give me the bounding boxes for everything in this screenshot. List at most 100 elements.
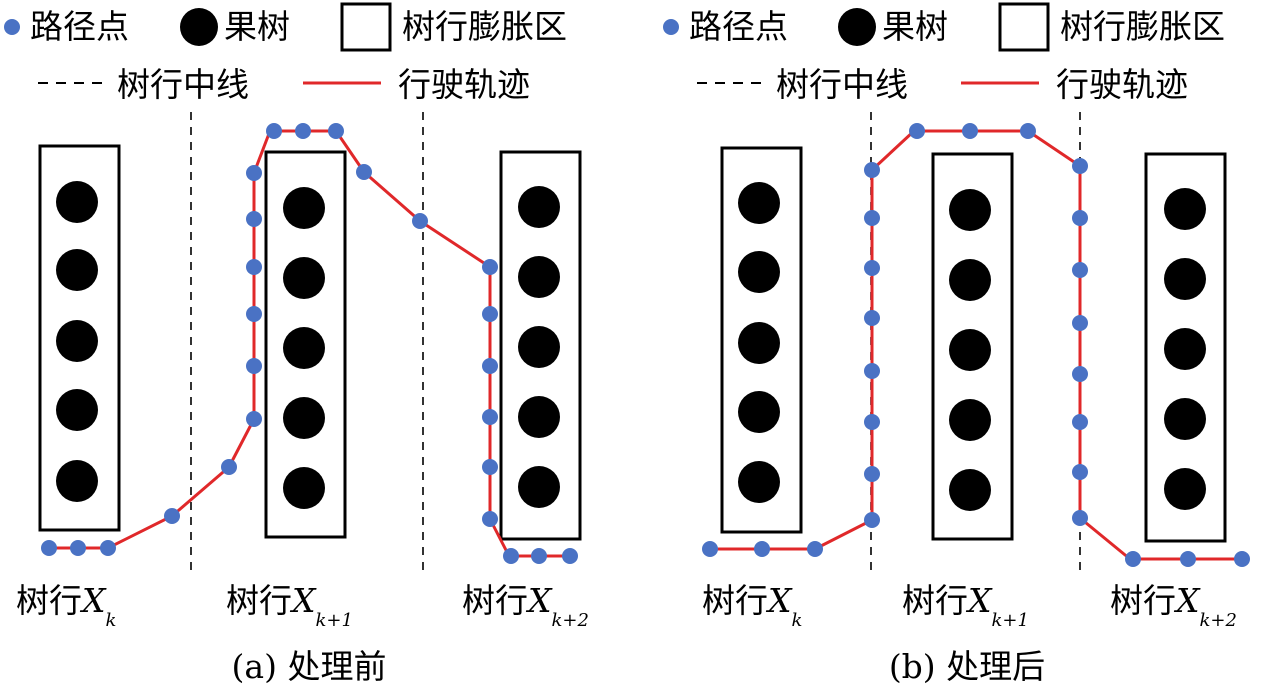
waypoint — [246, 358, 262, 374]
fruit-tree — [949, 469, 991, 511]
fruit-tree — [949, 189, 991, 231]
legend-tree-marker — [838, 8, 876, 46]
waypoint — [531, 548, 547, 564]
legend-zone-label: 树行膨胀区 — [402, 7, 567, 46]
waypoint — [482, 306, 498, 322]
waypoint — [482, 358, 498, 374]
waypoint — [100, 540, 116, 556]
legend-b: 路径点 果树 树行膨胀区 树行中线 行驶轨迹 — [663, 2, 1225, 104]
fruit-tree — [283, 397, 325, 439]
fruit-tree — [738, 251, 780, 293]
fruit-tree — [738, 322, 780, 364]
fruit-tree — [949, 259, 991, 301]
legend-track-label: 行驶轨迹 — [1056, 65, 1188, 104]
fruit-tree — [518, 466, 560, 508]
fruit-tree — [56, 181, 98, 223]
fruit-tree — [738, 182, 780, 224]
waypoint-group — [702, 123, 1250, 567]
waypoint — [1234, 551, 1250, 567]
waypoint — [864, 260, 880, 276]
waypoint — [1020, 123, 1036, 139]
waypoint — [1072, 315, 1088, 331]
row-label: 树行Xk — [702, 581, 802, 631]
waypoint — [246, 165, 262, 181]
row-inflation-zone — [1144, 152, 1227, 543]
waypoint — [1072, 158, 1088, 174]
row-inflation-zone — [720, 146, 803, 534]
fruit-tree — [1164, 328, 1206, 370]
waypoint — [864, 162, 880, 178]
row-inflation-zone — [264, 150, 347, 539]
legend-zone-label: 树行膨胀区 — [1060, 7, 1225, 46]
fruit-tree — [738, 391, 780, 433]
tree-column — [738, 182, 780, 503]
row-label: 树行Xk — [16, 581, 116, 631]
waypoint — [562, 548, 578, 564]
row-label: 树行Xk+2 — [462, 581, 589, 631]
waypoint — [909, 123, 925, 139]
tree-column — [1164, 188, 1206, 510]
legend-waypoint-label: 路径点 — [30, 7, 129, 46]
legend-centerline-label: 树行中线 — [776, 65, 908, 104]
row-inflation-zone — [38, 144, 121, 532]
waypoint — [246, 411, 262, 427]
fruit-tree — [1164, 258, 1206, 300]
waypoint — [482, 409, 498, 425]
tree-column — [283, 187, 325, 509]
fruit-tree — [283, 257, 325, 299]
fruit-tree — [56, 249, 98, 291]
waypoint — [164, 508, 180, 524]
waypoint — [1180, 551, 1196, 567]
fruit-tree — [283, 327, 325, 369]
row-inflation-zone — [499, 150, 582, 541]
legend-waypoint-marker — [4, 19, 20, 35]
row-label: 树行Xk+1 — [902, 581, 1029, 631]
fruit-tree — [1164, 398, 1206, 440]
waypoint — [70, 540, 86, 556]
legend-tree-marker — [180, 8, 218, 46]
panel-b: 树行Xk 树行Xk+1 树行Xk+2 (b) 处理后 — [702, 112, 1250, 686]
panel-caption: (a) 处理前 — [232, 647, 387, 686]
waypoint-group — [41, 123, 578, 564]
fruit-tree — [283, 187, 325, 229]
legend-track-label: 行驶轨迹 — [398, 65, 530, 104]
waypoint — [1072, 210, 1088, 226]
waypoint — [1072, 414, 1088, 430]
waypoint — [864, 512, 880, 528]
waypoint — [412, 213, 428, 229]
legend-tree-label: 果树 — [224, 7, 290, 46]
waypoint — [221, 459, 237, 475]
waypoint — [702, 541, 718, 557]
waypoint — [962, 123, 978, 139]
waypoint — [1072, 262, 1088, 278]
fruit-tree — [949, 329, 991, 371]
waypoint — [864, 414, 880, 430]
fruit-tree — [56, 389, 98, 431]
fruit-tree — [949, 399, 991, 441]
tree-column — [56, 181, 98, 502]
waypoint — [295, 123, 311, 139]
fruit-tree — [283, 467, 325, 509]
waypoint — [864, 210, 880, 226]
legend-a: 路径点 果树 树行膨胀区 树行中线 行驶轨迹 — [4, 2, 567, 104]
tree-column — [949, 189, 991, 511]
waypoint — [864, 363, 880, 379]
legend-tree-label: 果树 — [882, 7, 948, 46]
row-label: 树行Xk+2 — [1110, 581, 1237, 631]
waypoint — [1072, 510, 1088, 526]
fruit-tree — [738, 461, 780, 503]
waypoint — [807, 541, 823, 557]
waypoint — [503, 548, 519, 564]
tree-column — [518, 186, 560, 508]
waypoint — [356, 164, 372, 180]
fruit-tree — [518, 396, 560, 438]
waypoint — [246, 259, 262, 275]
row-label: 树行Xk+1 — [226, 581, 353, 631]
waypoint — [482, 459, 498, 475]
waypoint — [864, 466, 880, 482]
panel-a: 树行Xk 树行Xk+1 树行Xk+2 (a) 处理前 — [16, 112, 589, 686]
fruit-tree — [1164, 188, 1206, 230]
fruit-tree — [518, 186, 560, 228]
waypoint — [41, 540, 57, 556]
